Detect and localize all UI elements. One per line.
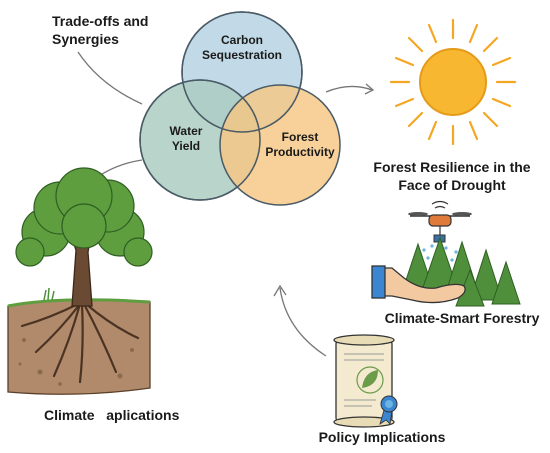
water-label-line1: Water (170, 124, 203, 138)
resilience-label-line2: Face of Drought (398, 177, 506, 193)
sun-icon (389, 18, 517, 146)
tradeoffs-label-line1: Trade-offs and (52, 13, 148, 29)
venn-outline-carbon (181, 11, 303, 133)
water-label-line2: Yield (172, 139, 200, 153)
drone-icon (408, 200, 472, 243)
resilience-label-line1: Forest Resilience in the (373, 159, 530, 175)
tree-icon (7, 167, 153, 395)
forest-label-line2: Productivity (265, 145, 335, 159)
scroll-icon (333, 334, 398, 428)
hand-icon (371, 265, 466, 304)
arrow-to-sun-head (364, 83, 375, 95)
tradeoffs-label-line2: Synergies (52, 31, 119, 47)
venn-outline-water (139, 79, 261, 201)
carbon-label-line1: Carbon (221, 33, 263, 47)
arrow-to-sun (325, 85, 373, 93)
pine-forest (401, 236, 521, 307)
arrow-policy-up-head (273, 284, 287, 297)
forest-label-line1: Forest (282, 130, 319, 144)
forest-productivity-circle (219, 84, 341, 206)
carbon-label-line2: Sequestration (202, 48, 282, 62)
venn-diagram: Carbon Sequestration Water Yield Forest … (139, 11, 341, 206)
arrow-policy-up (279, 287, 327, 357)
climate-smart-forestry-label: Climate-Smart Forestry (385, 310, 540, 326)
climate-applications-label: Climate aplications (44, 407, 180, 423)
policy-implications-label: Policy Implications (319, 429, 446, 445)
tradeoffs-connector-arrow (77, 51, 143, 105)
